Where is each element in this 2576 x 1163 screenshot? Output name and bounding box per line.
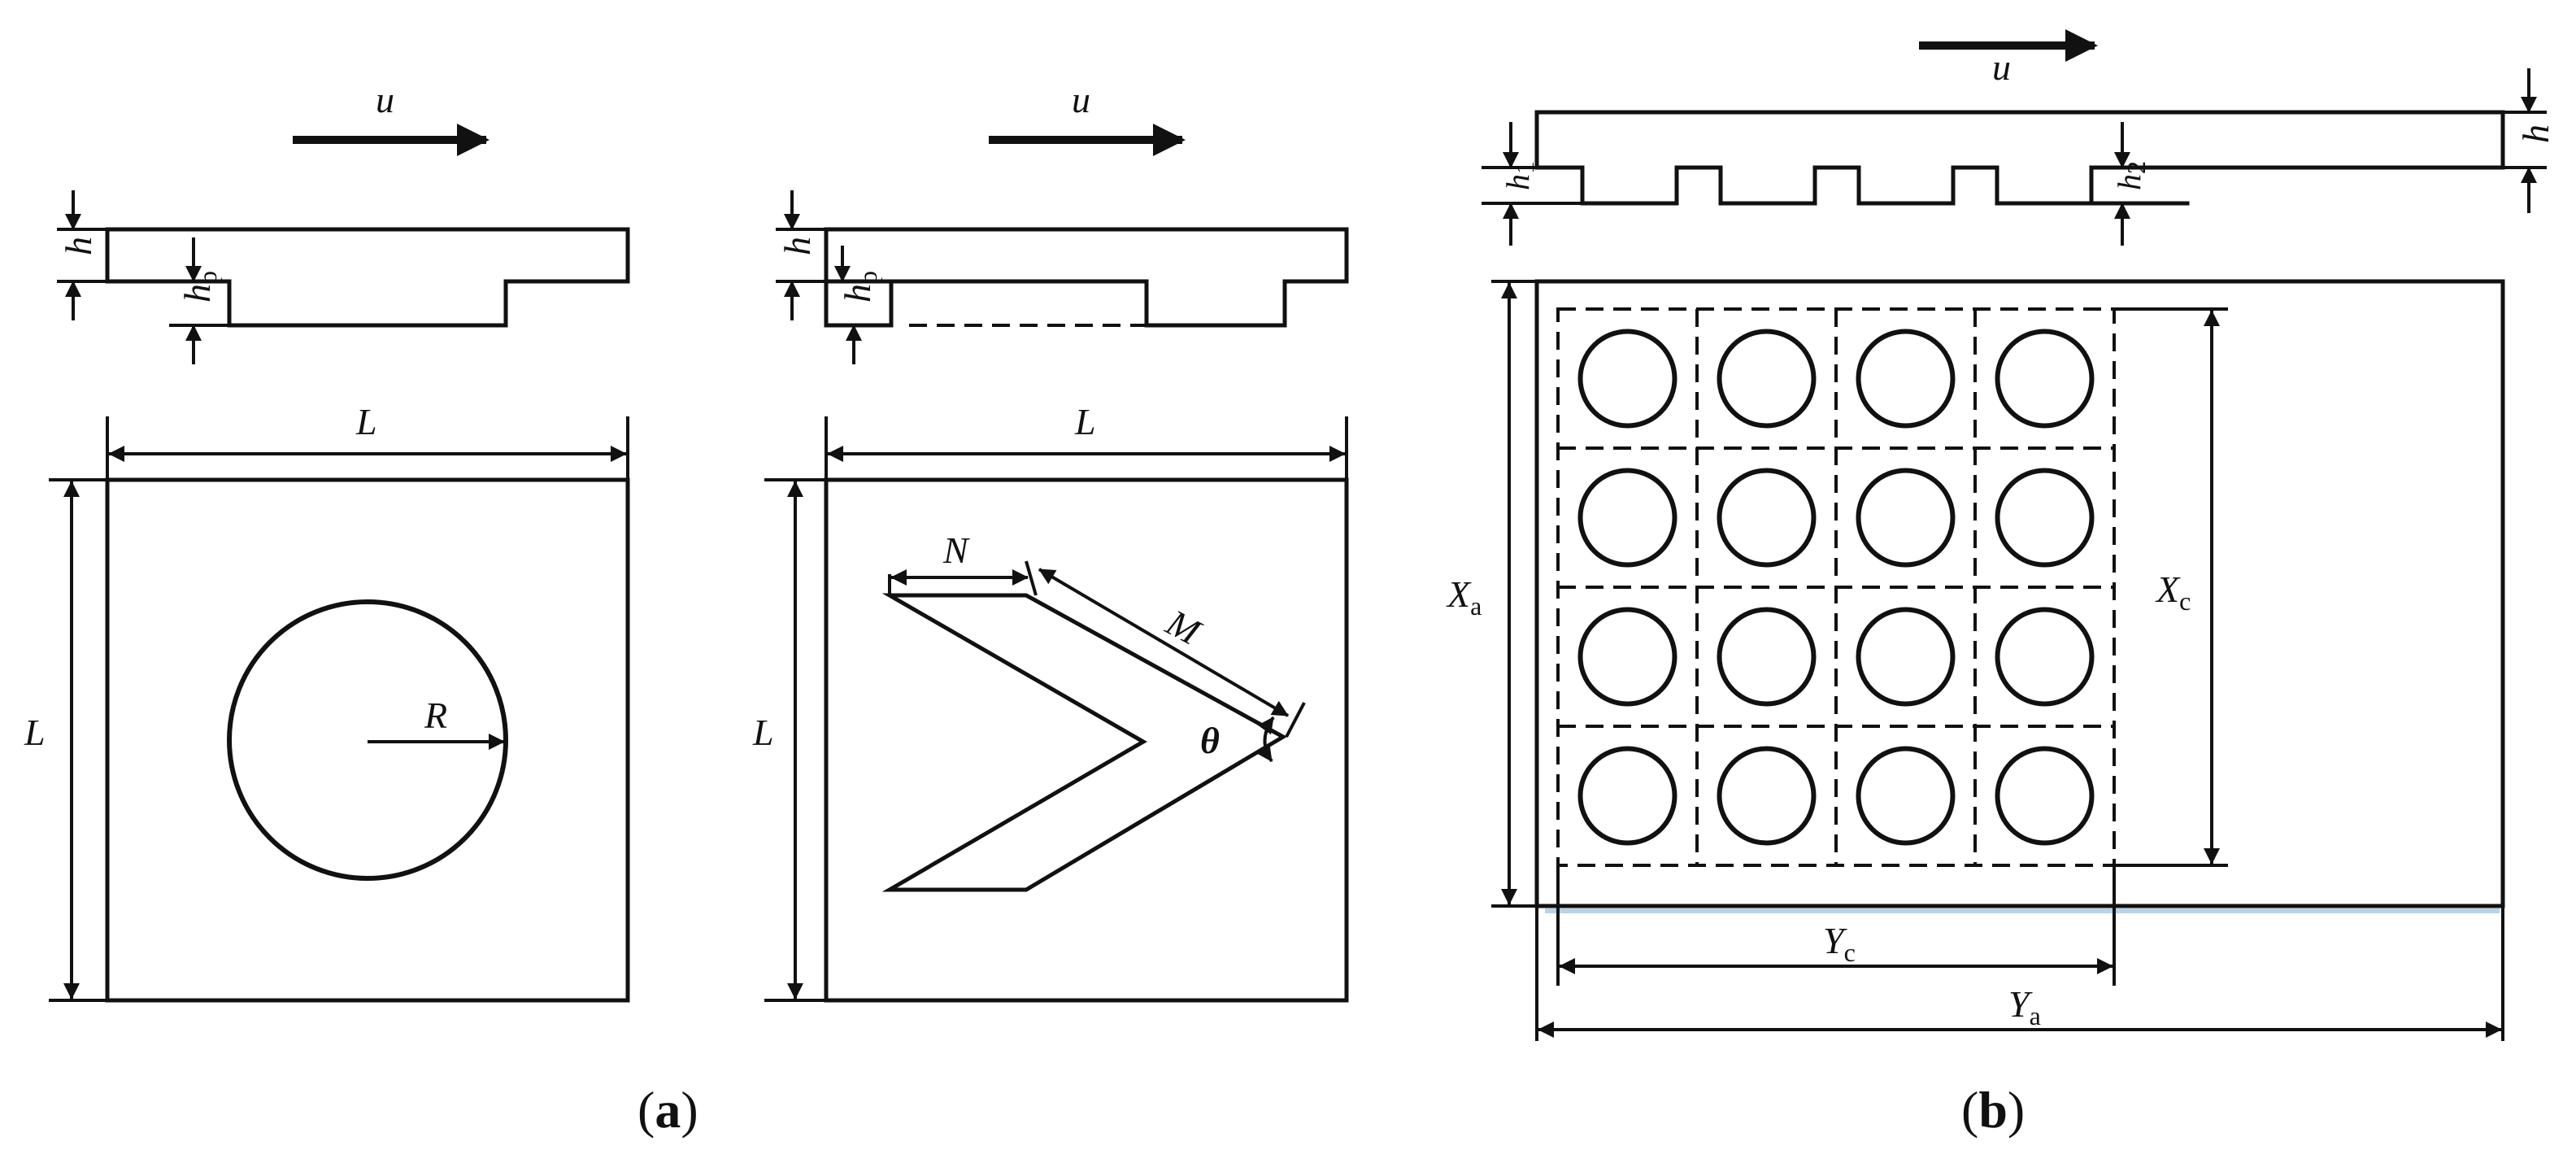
cell-width-dimension: L (106, 401, 629, 480)
caption-a: (a) (637, 1081, 698, 1139)
texture-cell-grid (1556, 307, 2116, 867)
dimple-circle (1577, 329, 1677, 429)
panel-b-textured-area: u h h1 h2 (1446, 29, 2556, 1041)
circular-dimple (227, 599, 508, 881)
cross-section-profile (105, 227, 630, 328)
bearing-area-outline (1534, 279, 2505, 908)
panel-a-circle-texture: u h hp L (24, 79, 630, 1003)
dimple-circle (1856, 468, 1956, 568)
svg-text:hp: hp (176, 271, 222, 303)
flow-label: u (1992, 46, 2011, 88)
cell-side-dimension: L (752, 478, 826, 1002)
chevron-dimple (881, 593, 1288, 892)
svg-text:h: h (777, 237, 818, 255)
chevron-angle: θ (1200, 716, 1275, 763)
svg-text:h2: h2 (2111, 161, 2151, 190)
svg-text:h: h (58, 237, 99, 255)
svg-text:h1: h1 (1499, 161, 1539, 190)
xa-dimension: Xa (1446, 280, 1537, 908)
ya-dimension: Ya (1535, 906, 2504, 1041)
svg-text:hp: hp (837, 271, 882, 303)
cross-section-profile (1534, 110, 2505, 206)
svg-text:L: L (24, 712, 46, 753)
dimple-circle (1577, 746, 1677, 846)
h2-dimension: h2 (2111, 122, 2151, 246)
dimple-circle (1995, 468, 2095, 568)
dimple-circle (1856, 607, 1956, 707)
dimple-circle (1717, 746, 1817, 846)
dimple-depth-dimension: hp (169, 237, 229, 364)
svg-text:L: L (1074, 401, 1096, 442)
film-height-dimension: h (776, 190, 826, 320)
dimple-circle (1995, 746, 2095, 846)
xc-dimension: Xc (2114, 307, 2228, 867)
chevron-length-dimension: M (1038, 568, 1306, 738)
radius-label: R (424, 695, 447, 736)
film-height-dimension: h (57, 190, 107, 320)
texture-cell (105, 477, 630, 1003)
cell-side-dimension: L (24, 478, 107, 1002)
caption-b: (b) (1961, 1081, 2025, 1139)
svg-text:θ: θ (1200, 720, 1220, 761)
dimple-circle (1995, 607, 2095, 707)
flow-label: u (1072, 79, 1090, 120)
dimple-circle (1577, 607, 1677, 707)
svg-text:Ya: Ya (2008, 983, 2041, 1030)
texture-cell (824, 477, 1349, 1003)
cross-section-profile (824, 227, 1349, 328)
dimple-circle (1577, 468, 1677, 568)
panel-a-chevron-texture: u h hp L L (752, 79, 1349, 1003)
dimple-depth-dimension: hp (833, 246, 891, 364)
svg-text:L: L (355, 401, 377, 442)
svg-text:N: N (942, 529, 970, 571)
dimple-circle (1717, 607, 1817, 707)
dimple-circle (1856, 329, 1956, 429)
film-height-dimension: h (2503, 68, 2556, 213)
dimple-array (1577, 329, 2095, 846)
cell-width-dimension: L (825, 401, 1348, 480)
svg-text:Xc: Xc (2155, 568, 2191, 616)
dimple-circle (1717, 329, 1817, 429)
svg-text:Yc: Yc (1823, 920, 1856, 967)
svg-text:Xa: Xa (1446, 573, 1482, 621)
chevron-width-dimension: N (888, 529, 1038, 596)
svg-text:L: L (752, 712, 774, 753)
dimple-circle (1717, 468, 1817, 568)
h1-dimension: h1 (1482, 122, 1582, 246)
dimple-circle (1995, 329, 2095, 429)
flow-label: u (376, 79, 394, 120)
yc-dimension: Yc (1556, 865, 2116, 986)
svg-text:h: h (2515, 124, 2556, 143)
dimple-circle (1856, 746, 1956, 846)
